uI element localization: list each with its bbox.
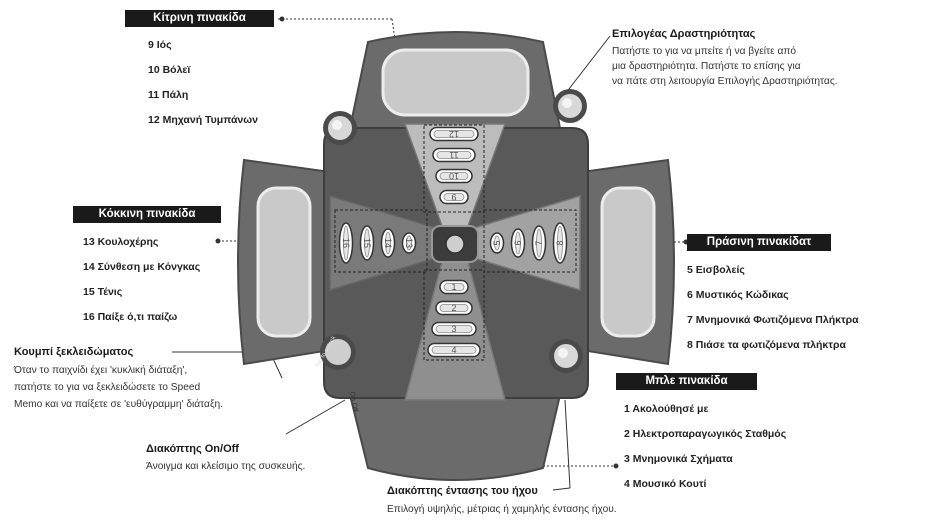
list-item: 1 Ακολούθησέ με [624,403,709,415]
key-label: 1 [451,282,456,292]
key-5[interactable]: 5 [489,232,505,254]
green-panel-tag: Πράσινη πινακίδατ [687,234,831,251]
selector-icon [445,234,465,254]
desc-line: μια δραστηριότητα. Πατήστε το επίσης για [612,61,801,72]
corner-buttons [323,89,587,373]
power-switch-desc: Άνοιγμα και κλείσιμο της συσκευής. [146,459,305,474]
key-label: 3 [451,324,456,334]
list-item: 6 Μυστικός Κώδικας [687,289,789,301]
key-11[interactable]: 11 [432,147,476,163]
activity-selector-title: Επιλογέας Δραστηριότητας [612,28,756,40]
key-zones [334,124,577,361]
activity-selector-desc: Πατήστε το για να μπείτε ή να βγείτε από… [612,44,838,89]
power-switch-text: On Off [348,391,358,412]
list-item: 10 Βόλεϊ [148,64,191,76]
yellow-panel-list: 9 Ιός 10 Βόλεϊ 11 Πάλη 12 Μηχανή Τυμπάνω… [148,38,258,138]
green-panel-list: 5 Εισβολείς 6 Μυστικός Κώδικας 7 Μνημονι… [687,263,859,363]
device-wings [237,31,675,481]
key-13[interactable]: 13 [401,232,417,254]
key-label: 10 [449,171,459,181]
yellow-panel-tag: Κίτρινη πινακίδα [125,10,274,27]
key-4[interactable]: 4 [427,342,481,358]
key-label: 16 [341,238,351,248]
key-label: 2 [451,303,456,313]
red-panel-tag: Κόκκινη πινακίδα [73,206,221,223]
key-label: 7 [534,240,544,245]
key-15[interactable]: 15 [359,225,375,261]
red-panel-list: 13 Κουλοχέρης 14 Σύνθεση με Κόνγκας 15 Τ… [83,235,200,335]
list-item: 12 Μηχανή Τυμπάνων [148,114,258,126]
desc-line: Memo και να παίξετε σε 'ευθύγραμμη' διάτ… [14,399,224,410]
list-item: 14 Σύνθεση με Κόνγκας [83,261,201,273]
volume-switch-title: Διακόπτης έντασης του ήχου [387,485,538,497]
list-item: 9 Ιός [148,39,172,51]
key-label: 6 [513,240,523,245]
left-keys: 16 15 14 13 [338,222,417,264]
bottom-keys: 1 2 3 4 [427,279,481,358]
blue-panel-list: 1 Ακολούθησέ με 2 Ηλεκτροπαραγωγικός Στα… [624,402,786,502]
key-label: 15 [362,238,372,248]
key-3[interactable]: 3 [431,321,477,337]
key-label: 8 [555,240,565,245]
key-16[interactable]: 16 [338,222,354,264]
desc-line: Άνοιγμα και κλείσιμο της συσκευής. [146,461,306,472]
key-7[interactable]: 7 [531,225,547,261]
key-label: 12 [449,129,459,139]
list-item: 3 Μνημονικά Σχήματα [624,453,733,465]
unlock-button-desc: Όταν το παιχνίδι έχει 'κυκλική διάταξη',… [14,362,223,413]
desc-line: Όταν το παιχνίδι έχει 'κυκλική διάταξη', [14,365,188,376]
key-label: 13 [404,238,414,248]
key-2[interactable]: 2 [435,300,473,316]
key-1[interactable]: 1 [439,279,469,295]
list-item: 16 Παίξε ό,τι παίζω [83,311,178,323]
key-9[interactable]: 9 [439,189,469,205]
key-14[interactable]: 14 [380,228,396,258]
power-switch-title: Διακόπτης On/Off [146,443,239,455]
list-item: 4 Μουσικό Κουτί [624,478,707,490]
volume-switch-desc: Επιλογή υψηλής, μέτριας ή χαμηλής ένταση… [387,502,617,517]
key-label: 14 [383,238,393,248]
list-item: 2 Ηλεκτροπαραγωγικός Σταθμός [624,428,787,440]
key-label: 9 [451,192,456,202]
list-item: 8 Πιάσε τα φωτιζόμενα πλήκτρα [687,339,846,351]
key-6[interactable]: 6 [510,228,526,258]
key-label: 5 [492,240,502,245]
blue-panel-tag: Μπλε πινακίδα [616,373,757,390]
key-label: 4 [451,345,456,355]
key-8[interactable]: 8 [552,222,568,264]
key-12[interactable]: 12 [429,126,479,142]
list-item: 5 Εισβολείς [687,264,745,276]
list-item: 13 Κουλοχέρης [83,236,159,248]
list-item: 7 Μνημονικά Φωτιζόμενα Πλήκτρα [687,314,859,326]
list-item: 15 Τένις [83,286,123,298]
right-keys: 5 6 7 8 [489,222,568,264]
desc-line: Επιλογή υψηλής, μέτριας ή χαμηλής ένταση… [387,504,617,515]
list-item: 11 Πάλη [148,89,189,101]
desc-line: πατήστε το για να ξεκλειδώσετε το Speed [14,382,201,393]
key-10[interactable]: 10 [435,168,473,184]
key-label: 11 [449,150,458,160]
desc-line: να πάτε στη λειτουργία Επιλογής Δραστηρι… [612,76,838,87]
desc-line: Πατήστε το για να μπείτε ή να βγείτε από [612,46,797,57]
unlock-button-title: Κουμπί ξεκλειδώματος [14,346,134,358]
top-keys: 12 11 10 9 [429,126,479,205]
